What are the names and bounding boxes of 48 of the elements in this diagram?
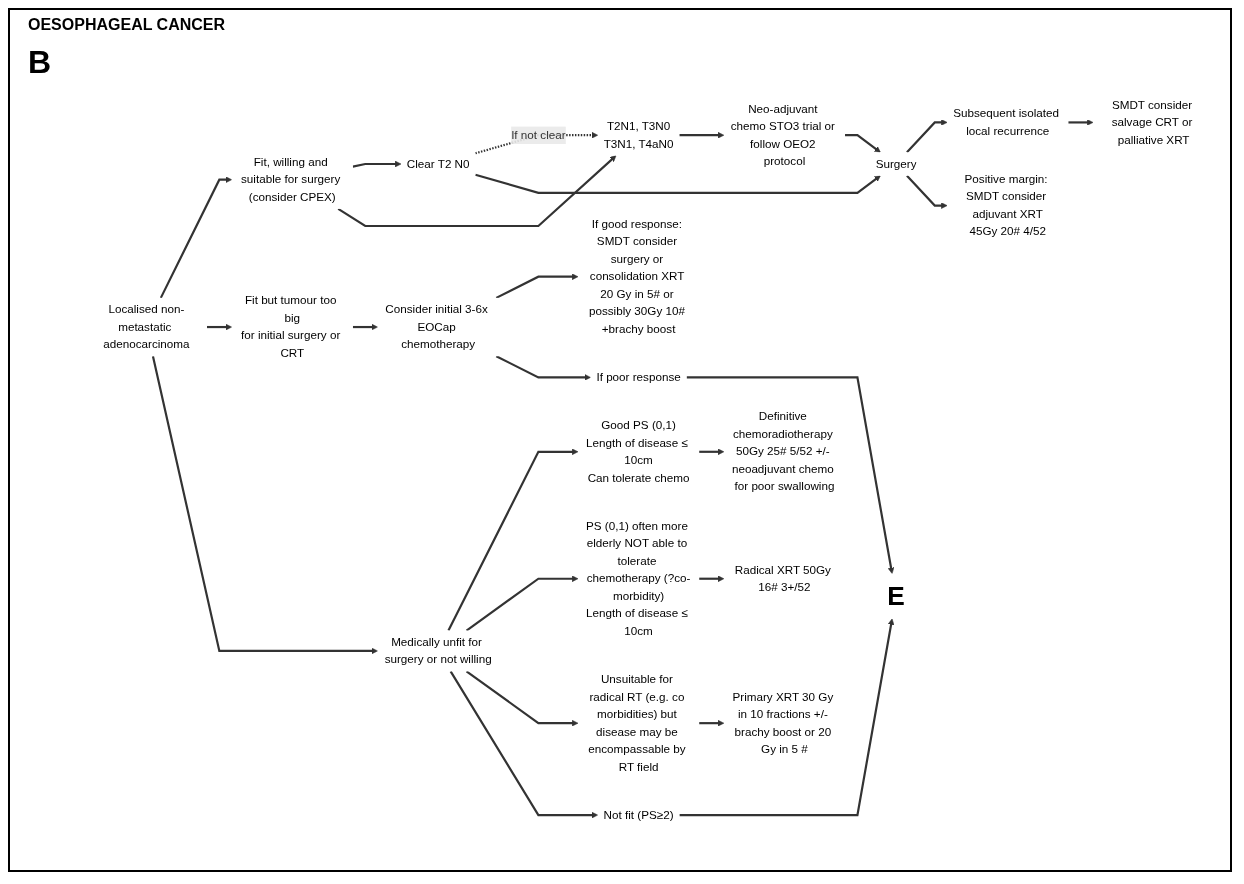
node-text: PS (0,1) often more elderly NOT able to tolerate chemotherapy (?co-morbidity) Length of disease ≤ 10cm <box>586 519 691 638</box>
node-text: If poor response <box>596 370 681 384</box>
node-text: Medically unfit for surgery or not willing <box>384 635 492 666</box>
arrow <box>845 134 881 153</box>
node-text: Primary XRT 30 Gy in 10 fractions +/- brachy boost or 20 Gy in 5 # <box>732 690 834 756</box>
node-text: Consider initial 3-6x EOCap chemotherapy <box>385 302 488 351</box>
panel-letter: B <box>28 44 52 81</box>
arrow <box>337 155 617 228</box>
diagram-title: OESOPHAGEAL CANCER <box>28 16 226 34</box>
node-text: SMDT consider salvage CRT or palliative XRT <box>1111 98 1193 146</box>
arrow <box>679 132 725 139</box>
arrow <box>475 173 881 194</box>
arrow <box>906 119 948 154</box>
arrow <box>699 575 725 582</box>
arrow <box>906 174 948 209</box>
arrow <box>679 618 895 817</box>
arrow <box>206 323 233 331</box>
node-text: Clear T2 N0 <box>406 157 470 170</box>
node-text: E <box>887 580 905 611</box>
arrow <box>699 448 725 455</box>
arrow <box>465 670 579 727</box>
arrow <box>699 719 725 727</box>
arrow <box>449 670 599 819</box>
node-text: Surgery <box>875 157 917 170</box>
node-text: Subsequent isolated local recurrence <box>953 107 1059 138</box>
arrow <box>159 176 233 299</box>
node-text: Fit, willing and suitable for surgery (consider CPEX) <box>241 155 341 204</box>
node-text: If good response: SMDT consider surgery or consolidation XRT 20 Gy in 5# or possibly 30Gy 10# +brachy boost <box>588 217 685 336</box>
node-text: Definitive chemoradiotherapy 50Gy 25# 5/52 +/- neoadjuvant chemo for poor swallowing <box>731 410 835 493</box>
arrow <box>465 575 579 632</box>
node-text: Radical XRT 50Gy 16# 3+/52 <box>734 563 831 594</box>
edge-label: If not clear <box>511 128 566 142</box>
node-text: Positive margin: SMDT consider adjuvant XRT 45Gy 20# 4/52 <box>964 172 1048 238</box>
arrow <box>495 355 591 381</box>
arrow <box>495 273 579 299</box>
node-text: Unsuitable for radical RT (e.g. co morbidities) but disease may be encompassable by RT field <box>588 672 686 773</box>
node-text: Localised non-metastatic adenocarcinoma <box>103 302 190 351</box>
arrow <box>151 356 378 655</box>
arrow <box>447 448 579 631</box>
arrow <box>1068 119 1094 126</box>
arrow <box>352 323 378 331</box>
node-text: Good PS (0,1) Length of disease ≤ 10cm Can tolerate chemo <box>586 418 690 484</box>
node-text: Neo-adjuvant chemo STO3 trial or follow OEO2 protocol <box>730 102 835 168</box>
node-text: Not fit (PS≥2) <box>603 808 674 821</box>
arrow <box>686 376 895 574</box>
node-text: T2N1, T3N0 T3N1, T4aN0 <box>603 119 674 150</box>
node-text: Fit but tumour too big for initial surgery or CRT <box>241 294 341 360</box>
arrow <box>352 160 402 168</box>
